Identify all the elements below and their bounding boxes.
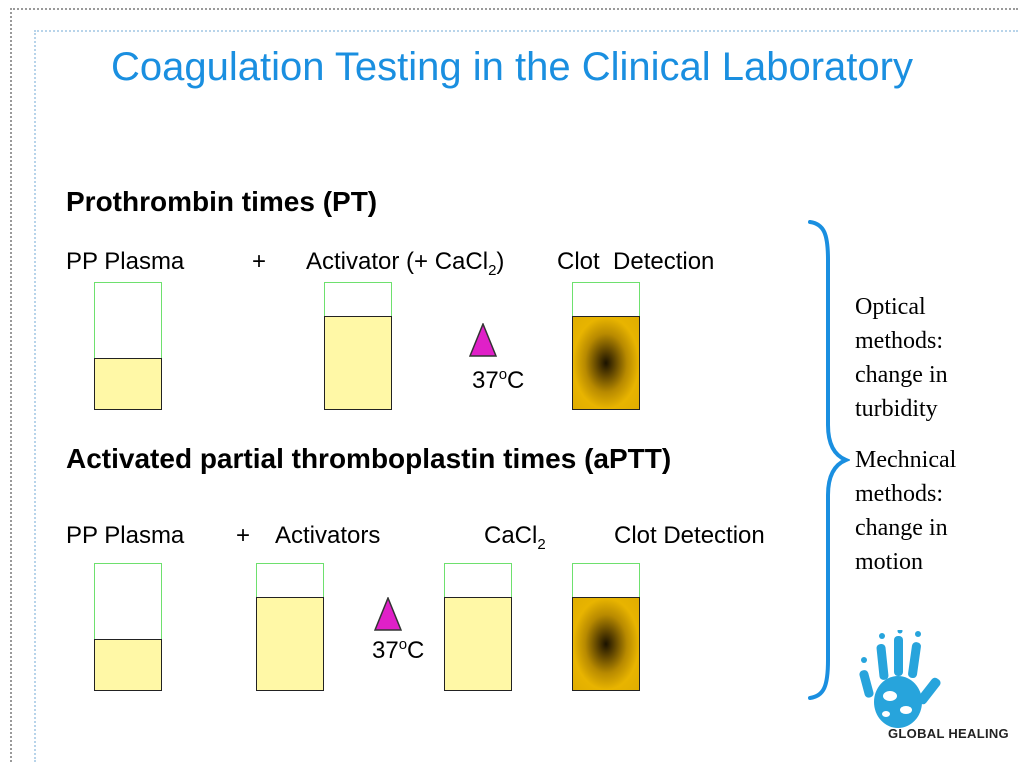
- aptt-cacl2-liquid: [444, 597, 512, 691]
- aptt-plasma-label: PP Plasma: [66, 522, 185, 549]
- pt-plasma-tube: [94, 282, 162, 410]
- pt-plus-label: +: [252, 248, 267, 275]
- pt-temperature-label: 37oC: [472, 366, 525, 394]
- aptt-clot: [572, 597, 640, 691]
- global-healing-logo: [859, 630, 941, 728]
- slide-title: Coagulation Testing in the Clinical Labo…: [111, 45, 913, 89]
- aptt-cacl2-label: CaCl2: [484, 522, 546, 553]
- pt-clot-detection-label: Clot Detection: [557, 248, 715, 275]
- aptt-cacl2-tube: [444, 563, 512, 691]
- slide-inner-frame: [34, 30, 1018, 762]
- aptt-activators-label: Activators: [275, 522, 381, 549]
- pt-incubation-triangle-icon: [469, 323, 497, 357]
- pt-plasma-label: PP Plasma: [66, 248, 185, 275]
- aptt-plus-label: +: [236, 522, 251, 549]
- aptt-plasma-liquid: [94, 639, 162, 691]
- aptt-plasma-tube: [94, 563, 162, 691]
- pt-clot: [572, 316, 640, 410]
- aptt-heading: Activated partial thromboplastin times (…: [66, 443, 672, 474]
- pt-plasma-liquid: [94, 358, 162, 410]
- aptt-temperature-label: 37oC: [372, 636, 425, 664]
- aptt-clot-detection-label: Clot Detection: [614, 522, 765, 549]
- aptt-activators-tube: [256, 563, 324, 691]
- slide-outer-frame: [10, 8, 1018, 762]
- optical-methods-note: Optical methods: change in turbidity: [855, 294, 948, 422]
- pt-heading: Prothrombin times (PT): [66, 186, 378, 217]
- pt-activator-label: Activator (+ CaCl2): [306, 248, 505, 279]
- pt-activator-tube: [324, 282, 392, 410]
- aptt-clot-tube: [572, 563, 640, 691]
- aptt-activators-liquid: [256, 597, 324, 691]
- logo-text: GLOBAL HEALING: [888, 726, 1009, 741]
- aptt-incubation-triangle-icon: [374, 597, 402, 631]
- right-brace: [808, 220, 850, 700]
- pt-activator-liquid: [324, 316, 392, 410]
- mechanical-methods-note: Mechnical methods: change in motion: [855, 447, 957, 575]
- pt-clot-tube: [572, 282, 640, 410]
